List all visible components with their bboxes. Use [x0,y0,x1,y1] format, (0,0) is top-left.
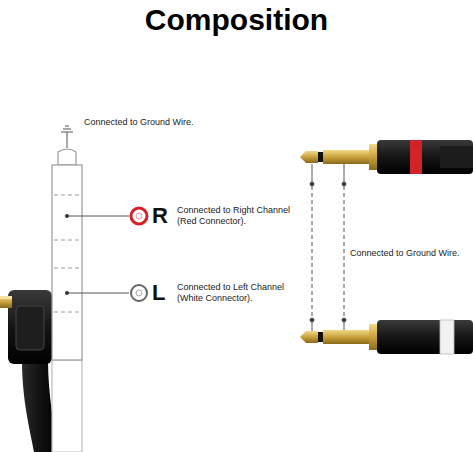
white-ring [131,285,147,301]
female-jack [0,290,58,452]
left-channel-note: Connected to Left Channel (White Connect… [177,282,297,304]
channel-letter: R [152,203,168,229]
red-ring-inner [136,213,142,219]
channel-letter: L [152,280,165,306]
ground-note: Connected to Ground Wire. [84,117,194,128]
plug-white [300,320,473,354]
red-ring [131,208,147,224]
white-ring-inner [136,290,142,296]
plug-red [300,140,473,174]
trs-schematic [52,126,129,452]
right-channel-note: Connected to Right Channel (Red Connecto… [177,205,297,227]
ground-note: Connected to Ground Wire. [350,248,460,259]
title: Composition [0,2,473,38]
